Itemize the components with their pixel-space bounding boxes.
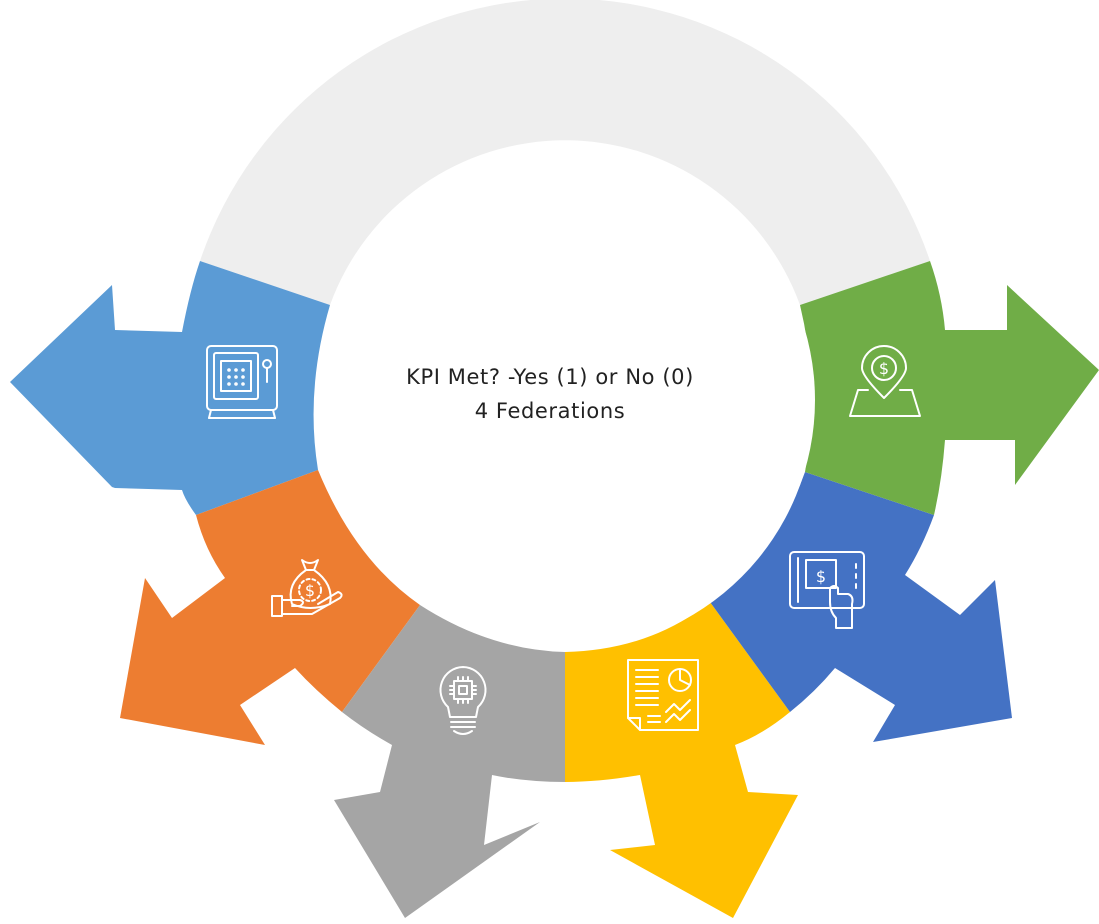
segment-right-upper xyxy=(800,261,1099,515)
segment-bottom-right xyxy=(565,602,798,918)
svg-text:$: $ xyxy=(879,359,889,378)
center-label-line2: 4 Federations xyxy=(474,399,626,423)
svg-text:$: $ xyxy=(305,581,315,600)
safe-icon xyxy=(206,345,278,419)
center-label-line1: KPI Met? -Yes (1) or No (0) xyxy=(406,365,694,389)
money-bag-hand-icon: $ xyxy=(271,559,343,617)
center-circle xyxy=(315,150,815,650)
svg-text:$: $ xyxy=(816,567,826,586)
center-label: KPI Met? -Yes (1) or No (0) 4 Federation… xyxy=(330,360,770,428)
segment-left-upper xyxy=(10,261,330,515)
segment-bottom-left xyxy=(334,605,565,918)
tablet-payment-icon: $ xyxy=(789,551,865,629)
report-chart-icon xyxy=(627,659,699,731)
location-dollar-icon: $ xyxy=(849,345,921,417)
segment-top xyxy=(200,0,930,305)
lightbulb-chip-icon xyxy=(439,666,487,735)
segment-left-lower xyxy=(120,470,420,745)
